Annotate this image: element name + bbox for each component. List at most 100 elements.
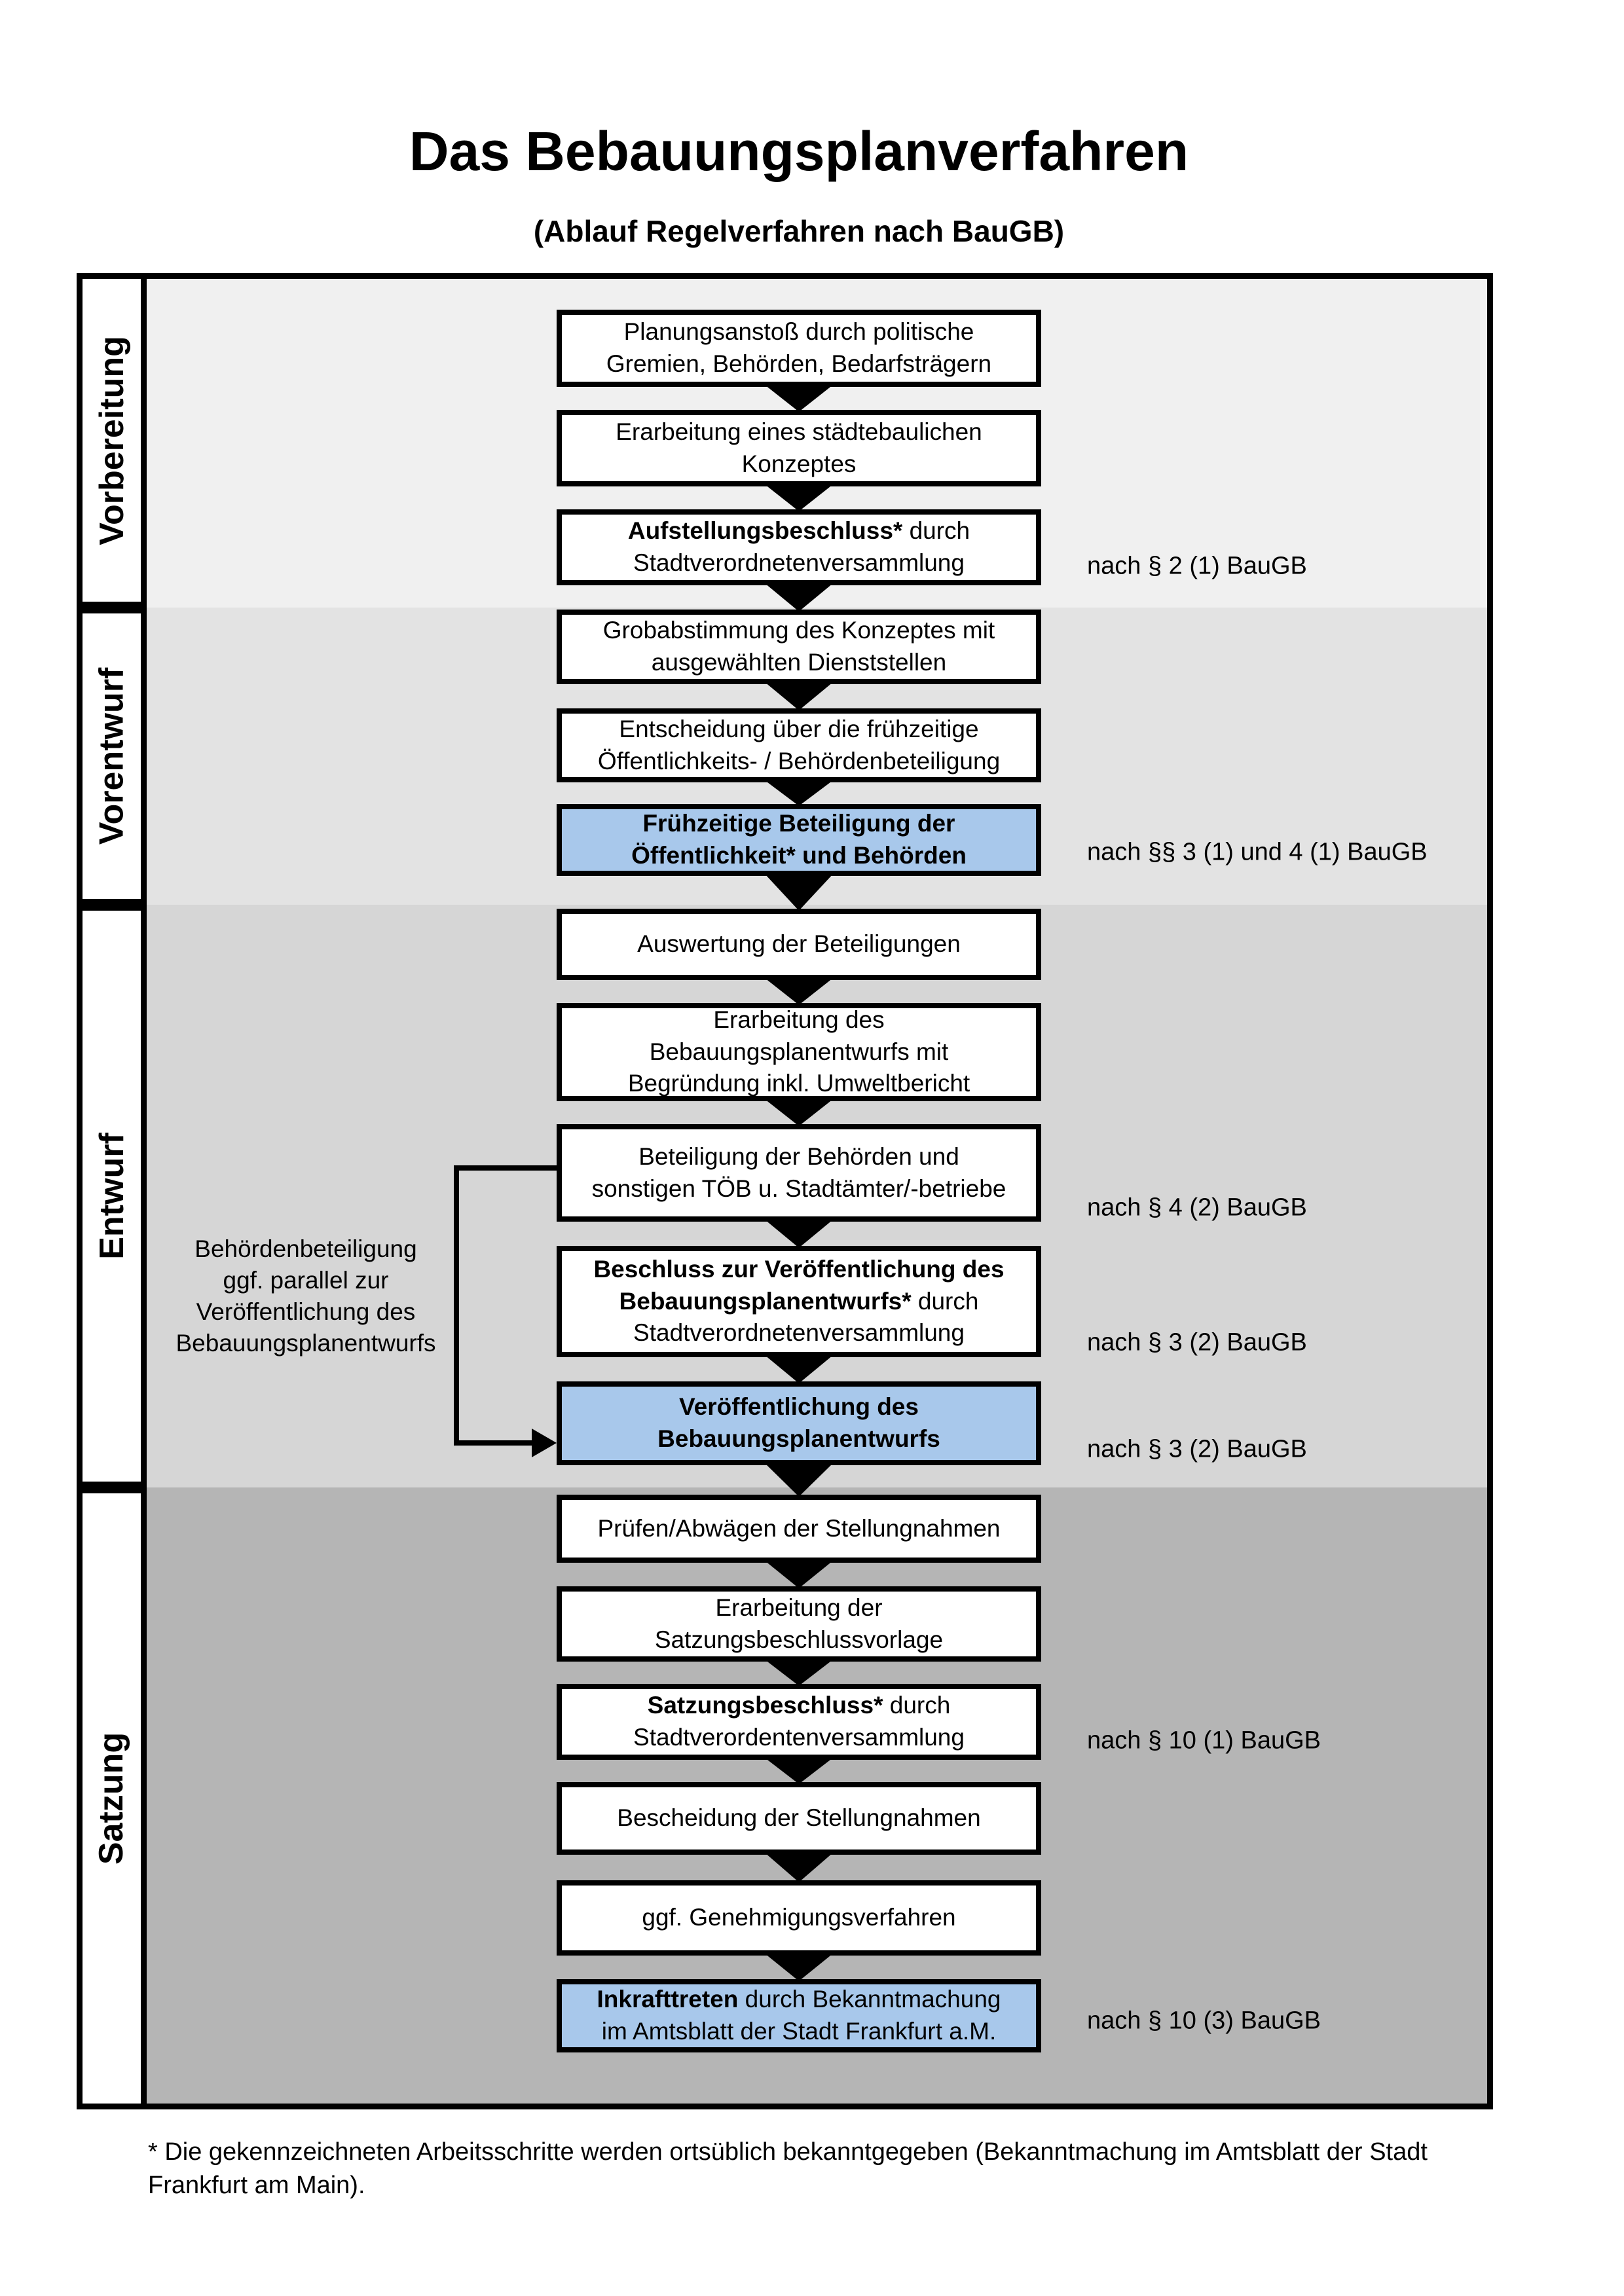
flow-box-text-line: Aufstellungsbeschluss* durch: [628, 515, 970, 547]
parallel-procedure-note-line: Behördenbeteiligung: [194, 1235, 417, 1262]
flow-box-text-line: Beschluss zur Veröffentlichung des: [593, 1254, 1004, 1286]
legal-reference: nach § 10 (3) BauGB: [1087, 2007, 1321, 2035]
text-segment: Gremien, Behörden, Bedarfsträgern: [606, 350, 992, 377]
flow-box-text-line: Begründung inkl. Umweltbericht: [628, 1068, 970, 1100]
text-segment: Erarbeitung des: [713, 1006, 885, 1033]
text-segment: Inkrafttreten: [597, 1986, 739, 2013]
footnote-line: * Die gekennzeichneten Arbeitsschritte w…: [148, 2138, 1428, 2166]
flow-arrow-down-icon: [765, 682, 833, 710]
text-segment: durch: [902, 517, 970, 545]
parallel-connector-bottom-segment: [454, 1440, 533, 1446]
page-subtitle: (Ablauf Regelverfahren nach BauGB): [533, 214, 1065, 248]
legal-reference: nach § 10 (1) BauGB: [1087, 1726, 1321, 1755]
sidebar-phase-vorbereitung: Vorbereitung: [77, 273, 147, 608]
text-segment: Bebauungsplanentwurfs: [657, 1425, 940, 1452]
flow-box-text-line: Frühzeitige Beteiligung der: [643, 808, 955, 840]
flow-arrow-down-icon: [765, 1561, 833, 1588]
text-segment: im Amtsblatt der Stadt Frankfurt a.M.: [601, 2018, 997, 2045]
flow-box-bescheidung-stellungnahmen: Bescheidung der Stellungnahmen: [557, 1782, 1041, 1855]
parallel-procedure-note-line: ggf. parallel zur: [223, 1267, 389, 1294]
flow-arrow-down-icon: [765, 484, 833, 511]
flow-arrow-down-icon: [765, 1853, 833, 1882]
text-segment: Bebauungsplanentwurfs*: [619, 1287, 912, 1315]
parallel-connector-vertical-segment: [454, 1165, 459, 1446]
footnote: * Die gekennzeichneten Arbeitsschritte w…: [148, 2136, 1523, 2203]
flow-box-text-line: Erarbeitung eines städtebaulichen: [616, 416, 982, 448]
text-segment: ausgewählten Dienststellen: [651, 649, 947, 676]
flow-box-text-line: Satzungsbeschluss* durch: [648, 1690, 951, 1722]
flow-box-text-line: Stadtverordnetenversammlung: [633, 1317, 965, 1349]
text-segment: Aufstellungsbeschluss*: [627, 517, 903, 545]
text-segment: Beschluss zur Veröffentlichung des: [593, 1255, 1005, 1283]
text-segment: Bebauungsplanentwurfs mit: [649, 1038, 949, 1065]
text-segment: Grobabstimmung des Konzeptes mit: [602, 617, 995, 644]
text-segment: Beteiligung der Behörden und: [638, 1142, 959, 1170]
sidebar-phase-vorentwurf: Vorentwurf: [77, 608, 147, 905]
flow-box-text-line: Grobabstimmung des Konzeptes mit: [603, 615, 995, 647]
sidebar-phase-label-vorbereitung: Vorbereitung: [92, 335, 131, 545]
text-segment: Stadtverordnetenversammlung: [633, 1319, 965, 1347]
flow-box-text-line: Erarbeitung des: [713, 1004, 884, 1036]
legal-reference: nach § 4 (2) BauGB: [1087, 1194, 1307, 1222]
flow-box-text-line: Beteiligung der Behörden und: [638, 1141, 959, 1173]
flow-box-text-line: Veröffentlichung des: [679, 1391, 919, 1423]
flow-box-text-line: im Amtsblatt der Stadt Frankfurt a.M.: [602, 2016, 996, 2048]
sidebar-phase-entwurf: Entwurf: [77, 905, 147, 1487]
parallel-procedure-note-line: Bebauungsplanentwurfs: [175, 1330, 436, 1357]
flow-arrow-down-icon: [765, 1463, 833, 1497]
flow-box-grobabstimmung: Grobabstimmung des Konzeptes mit ausgewäh…: [557, 610, 1041, 684]
text-segment: Satzungsbeschlussvorlage: [654, 1626, 944, 1653]
text-segment: durch: [911, 1287, 979, 1315]
text-segment: Prüfen/Abwägen der Stellungnahmen: [597, 1514, 1001, 1542]
flow-arrow-down-icon: [765, 583, 833, 611]
text-segment: Auswertung der Beteiligungen: [637, 930, 961, 958]
flow-box-auswertung-beteiligungen: Auswertung der Beteiligungen: [557, 909, 1041, 980]
flow-box-genehmigungsverfahren: ggf. Genehmigungsverfahren: [557, 1880, 1041, 1956]
page-title: Das Bebauungsplanverfahren: [409, 120, 1189, 182]
flow-box-text-line: Satzungsbeschlussvorlage: [655, 1624, 943, 1656]
text-segment: Begründung inkl. Umweltbericht: [627, 1070, 970, 1097]
parallel-connector-arrowhead-icon: [532, 1429, 557, 1457]
flow-box-text-line: Erarbeitung der: [715, 1592, 882, 1624]
flow-box-text-line: Gremien, Behörden, Bedarfsträgern: [606, 348, 991, 380]
sidebar-phase-satzung: Satzung: [77, 1487, 147, 2109]
flow-arrow-down-icon: [765, 1954, 833, 1981]
flow-box-text-line: Auswertung der Beteiligungen: [637, 928, 961, 960]
sidebar-phase-label-vorentwurf: Vorentwurf: [92, 667, 131, 845]
legal-reference: nach §§ 3 (1) und 4 (1) BauGB: [1087, 838, 1428, 866]
flow-arrow-down-icon: [765, 1355, 833, 1383]
flow-box-text-line: sonstigen TÖB u. Stadtämter/-betriebe: [592, 1173, 1006, 1205]
flow-box-text-line: ggf. Genehmigungsverfahren: [642, 1902, 955, 1934]
legal-reference: nach § 3 (2) BauGB: [1087, 1328, 1307, 1357]
flow-box-text-line: ausgewählten Dienststellen: [652, 647, 946, 679]
flow-arrow-down-icon: [765, 385, 833, 412]
text-segment: Stadtverordentenversammlung: [633, 1724, 965, 1751]
flow-arrow-down-icon: [765, 780, 833, 806]
parallel-procedure-note: Behördenbeteiligung ggf. parallel zur Ve…: [162, 1233, 450, 1359]
text-segment: durch Bekanntmachung: [738, 1986, 1001, 2013]
flow-box-text-line: Bebauungsplanentwurfs* durch: [619, 1286, 979, 1318]
flow-box-text-line: Konzeptes: [742, 448, 857, 481]
text-segment: Erarbeitung eines städtebaulichen: [616, 418, 982, 445]
text-segment: Bescheidung der Stellungnahmen: [617, 1804, 981, 1832]
sidebar-phase-label-satzung: Satzung: [92, 1732, 131, 1865]
text-segment: Veröffentlichung des: [679, 1393, 919, 1421]
flow-arrow-down-icon: [765, 1099, 833, 1126]
sidebar-phase-label-entwurf: Entwurf: [92, 1133, 131, 1260]
text-segment: Frühzeitige Beteiligung der: [642, 810, 955, 837]
text-segment: Satzungsbeschluss*: [647, 1692, 883, 1719]
text-segment: ggf. Genehmigungsverfahren: [642, 1904, 956, 1931]
flow-arrow-down-icon: [765, 978, 833, 1005]
flow-box-text-line: Inkrafttreten durch Bekanntmachung: [597, 1984, 1001, 2016]
flow-box-text-line: Stadtverordentenversammlung: [633, 1722, 965, 1754]
flow-box-pruefen-abwaegen-stellungnahmen: Prüfen/Abwägen der Stellungnahmen: [557, 1495, 1041, 1563]
